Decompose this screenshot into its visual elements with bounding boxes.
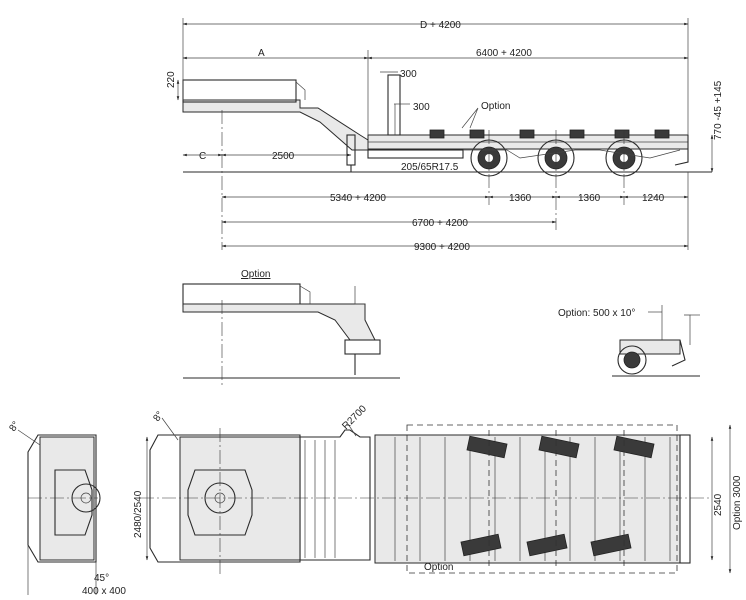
- dim-5340: 5340 + 4200: [330, 193, 386, 204]
- dim-height-300-a: 300: [400, 69, 417, 80]
- dim-height-220: 220: [166, 71, 177, 88]
- dim-width-front: 2480/2540: [133, 490, 144, 538]
- dim-6700: 6700 + 4200: [412, 218, 468, 229]
- gooseneck-rail: [182, 79, 297, 103]
- gooseneck-deck: [182, 99, 369, 151]
- dim-height-300-b: 300: [413, 102, 430, 113]
- dim-kingpin-2500: 2500: [272, 151, 295, 162]
- label-option-neck: Option: [241, 269, 270, 280]
- front-detail-view: 8° 45° 400 x 400: [7, 420, 126, 597]
- label-option-top: Option: [424, 562, 453, 573]
- dim-width-option: Option 3000: [732, 475, 743, 530]
- dim-c: C: [199, 151, 206, 162]
- label-radius: R2700: [340, 403, 369, 432]
- label-tyre-size: 205/65R17.5: [401, 162, 459, 173]
- top-view: 8° R2700 2480/2540 2540 Option 3000 Opti…: [133, 403, 743, 575]
- neck-slats: [304, 440, 336, 558]
- dim-overall-length: D + 4200: [420, 20, 461, 31]
- label-option-side: Option: [481, 101, 510, 112]
- tyre-group-2: [526, 435, 580, 557]
- dim-rear-section: 6400 + 4200: [476, 48, 532, 59]
- dim-rear-1240: 1240: [642, 193, 665, 204]
- label-option-ramp: Option: 500 x 10°: [558, 308, 635, 319]
- dim-deck-height: 770 -45 +145: [713, 80, 724, 140]
- deck-blocks: [429, 129, 670, 139]
- dim-a: A: [258, 48, 265, 59]
- dim-width-rear: 2540: [713, 493, 724, 516]
- dim-spacing-1360-a: 1360: [509, 193, 532, 204]
- label-plate-size: 400 x 400: [82, 586, 126, 597]
- option-ramp-view: Option: 500 x 10°: [558, 305, 700, 377]
- label-chamfer-front: 45°: [94, 573, 109, 584]
- option-neck-view: Option: [182, 269, 400, 386]
- side-view: D + 4200 A 6400 + 4200 220 300 300 Optio…: [166, 18, 724, 253]
- dim-9300: 9300 + 4200: [414, 242, 470, 253]
- label-angle-top: 8°: [151, 410, 165, 424]
- dim-spacing-1360-b: 1360: [578, 193, 601, 204]
- tyre-group-1: [460, 435, 508, 557]
